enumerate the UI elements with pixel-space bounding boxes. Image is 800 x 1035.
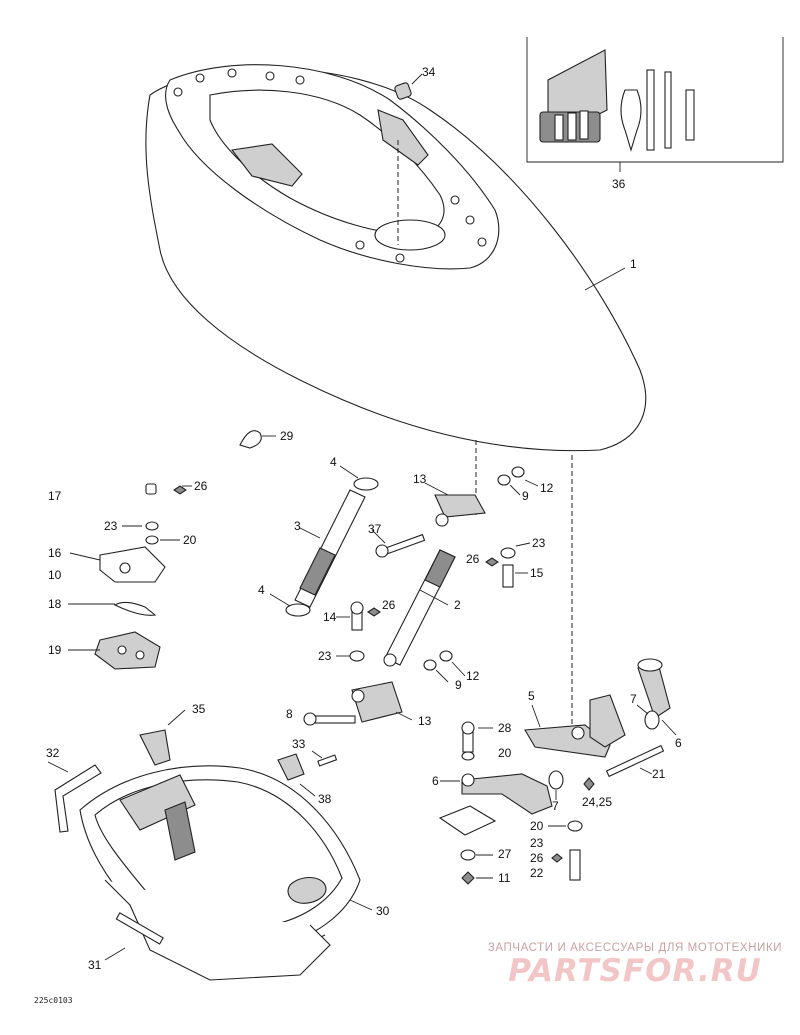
- callout-29: 29: [280, 429, 294, 443]
- callout-11: 11: [498, 871, 511, 885]
- callout-23b: 23: [532, 536, 546, 550]
- callout-19: 19: [48, 643, 62, 657]
- callout-4a: 4: [330, 455, 337, 469]
- callout-2425: 24,25: [582, 795, 612, 809]
- watermark-logo: PARTSFOR.RU: [508, 953, 762, 989]
- diagram-code: 225c0103: [34, 996, 73, 1005]
- callout-26d: 26: [530, 851, 544, 865]
- washers-bottom: [423, 650, 466, 683]
- callout-28: 28: [498, 721, 512, 735]
- washer-27-nut-11: [460, 849, 493, 885]
- bracket-13-bottom: [351, 681, 413, 723]
- callout-33: 33: [292, 737, 306, 751]
- bolt-37: [371, 529, 426, 558]
- fastener-set-left: [122, 483, 192, 545]
- callout-8: 8: [286, 707, 293, 721]
- callout-20c: 20: [530, 819, 544, 833]
- callout-26a: 26: [194, 479, 208, 493]
- tool-kit-inset: [526, 37, 784, 172]
- callout-7b: 7: [552, 799, 559, 813]
- clip-29: [239, 430, 276, 449]
- callout-20b: 20: [498, 746, 512, 760]
- plate: [438, 805, 497, 836]
- bushing-7: [548, 704, 660, 800]
- bracket-6-right: [637, 658, 677, 736]
- latch-16: [69, 546, 166, 583]
- callout-12a: 12: [540, 481, 554, 495]
- watermark-tagline: ЗАПЧАСТИ И АКСЕССУАРЫ ДЛЯ МОТОТЕХНИКИ: [487, 942, 783, 954]
- callout-17: 17: [48, 489, 62, 503]
- hood: [145, 64, 647, 452]
- rod-21: [605, 744, 665, 778]
- bumper-34: [394, 73, 423, 100]
- bolt-8: [303, 712, 356, 726]
- callout-35: 35: [192, 702, 206, 716]
- callout-23d: 23: [530, 836, 544, 850]
- callout-36: 36: [612, 177, 626, 191]
- fasteners-lower-right: [548, 820, 583, 881]
- pin-31: [104, 912, 164, 961]
- clip-4-top: [339, 465, 379, 491]
- washers-top: [497, 466, 539, 496]
- callout-31: 31: [88, 958, 102, 972]
- callout-18: 18: [48, 597, 62, 611]
- watermark: ЗАПЧАСТИ И АКСЕССУАРЫ ДЛЯ МОТОТЕХНИКИ PA…: [485, 942, 785, 988]
- callout-9b: 9: [455, 678, 462, 692]
- callout-12b: 12: [466, 669, 480, 683]
- callout-37: 37: [368, 522, 382, 536]
- hinge-19: [68, 631, 161, 670]
- callout-15: 15: [530, 566, 544, 580]
- callout-23a: 23: [104, 519, 118, 533]
- gas-spring-3: [294, 489, 366, 608]
- callout-5: 5: [528, 689, 535, 703]
- callout-26c: 26: [382, 598, 396, 612]
- arm-6-lower: [440, 773, 553, 815]
- fastener-33: [311, 750, 338, 767]
- callout-30: 30: [376, 904, 390, 918]
- callout-10: 10: [48, 568, 62, 582]
- callout-7a: 7: [630, 692, 637, 706]
- callout-34: 34: [422, 65, 436, 79]
- callout-22: 22: [530, 866, 544, 880]
- arm-5: [524, 704, 611, 758]
- callout-3: 3: [294, 519, 301, 533]
- callout-13b: 13: [418, 714, 432, 728]
- callout-27: 27: [498, 847, 512, 861]
- callout-9a: 9: [522, 489, 529, 503]
- handle-35: [139, 709, 186, 766]
- storage-tray-30: [79, 765, 373, 981]
- bar-32: [47, 761, 102, 833]
- bracket-13-top: [424, 482, 486, 527]
- callout-23c: 23: [318, 649, 332, 663]
- bracket-6-right-upper: [589, 694, 626, 748]
- callout-16: 16: [48, 546, 62, 560]
- nut-24-25: [583, 777, 595, 791]
- cable-18: [68, 601, 157, 616]
- callout-20a: 20: [183, 533, 197, 547]
- clip-4-bottom: [269, 593, 311, 617]
- gas-spring-2: [383, 549, 456, 667]
- clamp-38: [277, 753, 316, 797]
- callout-38: 38: [318, 792, 332, 806]
- callout-26b: 26: [466, 552, 480, 566]
- callout-21: 21: [652, 767, 666, 781]
- callout-2: 2: [454, 598, 461, 612]
- callout-32: 32: [46, 746, 60, 760]
- fastener-set-middle: [336, 601, 381, 662]
- callout-6b: 6: [432, 774, 439, 788]
- callout-1: 1: [630, 257, 637, 271]
- callout-14: 14: [323, 610, 337, 624]
- fastener-28: [461, 721, 493, 761]
- callout-6a: 6: [675, 736, 682, 750]
- callout-13a: 13: [413, 472, 427, 486]
- callout-4b: 4: [258, 583, 265, 597]
- fastener-set-right: [485, 542, 531, 588]
- callout-labels: 1 34 36 29 4 13 9 12 17 26 23 20 3 37 23…: [46, 65, 682, 972]
